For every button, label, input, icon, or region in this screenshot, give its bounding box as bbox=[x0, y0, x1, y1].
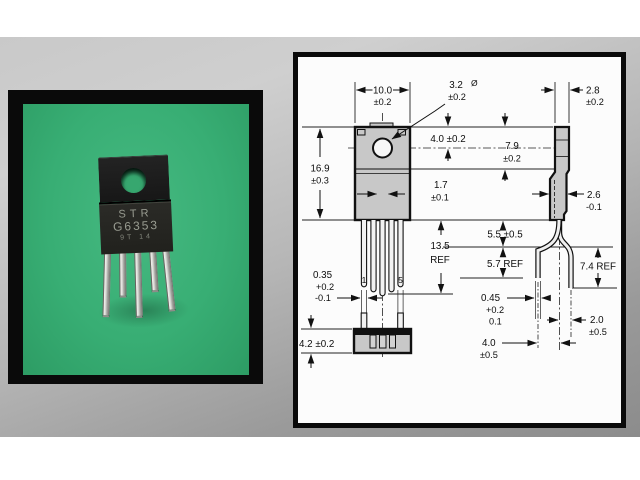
ic-package: STR G6353 9T 14 bbox=[97, 154, 191, 330]
dimension-drawing-panel: 10.0 ±0.2 3.2 Ø ±0.2 2.8 ±0.2 16.9 ±0.3 … bbox=[293, 52, 626, 428]
reference-lines bbox=[301, 82, 617, 354]
mounting-hole bbox=[372, 137, 393, 159]
dim-tab-height-tol: ±0.2 bbox=[503, 154, 521, 164]
dim-body-thickness-value: 2.6 bbox=[587, 190, 601, 201]
ic-heatsink-tab bbox=[98, 154, 170, 203]
ic-molded-body: STR G6353 9T 14 bbox=[98, 199, 174, 255]
package-outline-drawing: 10.0 ±0.2 3.2 Ø ±0.2 2.8 ±0.2 16.9 ±0.3 … bbox=[293, 52, 626, 428]
diameter-symbol: Ø bbox=[471, 78, 478, 88]
dim-pitch-back-tol: ±0.5 bbox=[589, 327, 607, 337]
dim-hole-dia-value: 3.2 bbox=[449, 80, 463, 91]
ic-pin bbox=[134, 249, 143, 318]
dim-body-width-value: 10.0 bbox=[373, 86, 393, 97]
dim-hole-center: 4.0 ±0.2 bbox=[430, 134, 465, 145]
dim-pitch-front-tol: ±0.5 bbox=[480, 350, 498, 360]
dim-lead-width-plus: +0.2 bbox=[316, 282, 334, 292]
dim-body-height-tol: ±0.3 bbox=[311, 176, 329, 186]
dim-shoulder: 5.5 ±0.5 bbox=[487, 230, 523, 241]
dim-lead-thickness-value: 0.45 bbox=[481, 293, 501, 304]
dim-top-thickness-tol: ±0.2 bbox=[586, 97, 604, 107]
ic-mounting-hole bbox=[120, 167, 147, 194]
ic-pin bbox=[119, 250, 127, 298]
ic-marking-date-code: 9T 14 bbox=[120, 233, 154, 242]
dim-body-width-tol: ±0.2 bbox=[374, 97, 392, 107]
ic-pin bbox=[149, 249, 159, 293]
side-view-body bbox=[548, 125, 571, 222]
dim-bend-front: 5.7 REF bbox=[487, 259, 523, 270]
dim-lead-length-ref: REF bbox=[430, 255, 450, 266]
photo-frame: STR G6353 9T 14 bbox=[8, 90, 263, 384]
photo-background: STR G6353 9T 14 bbox=[23, 104, 249, 375]
panel-border bbox=[293, 52, 626, 428]
dim-seat-height: 4.2 ±0.2 bbox=[299, 339, 334, 350]
bottom-view bbox=[352, 312, 413, 355]
dim-lead-width-value: 0.35 bbox=[313, 270, 333, 281]
front-view-leads bbox=[360, 220, 404, 297]
dim-lead-width-minus: -0.1 bbox=[315, 293, 331, 303]
dim-top-thickness-value: 2.8 bbox=[586, 86, 600, 97]
dim-bend-back: 7.4 REF bbox=[580, 262, 616, 273]
dim-pitch-front-value: 4.0 bbox=[482, 338, 496, 349]
dim-lead-thickness-minus: 0.1 bbox=[489, 317, 502, 327]
dim-slot-width-value: 1.7 bbox=[434, 180, 448, 191]
dimension-arrows bbox=[307, 86, 602, 368]
dim-lead-length-value: 13.5 bbox=[430, 241, 450, 252]
dim-slot-width-tol: ±0.1 bbox=[431, 193, 449, 203]
dim-pitch-back-value: 2.0 bbox=[590, 315, 604, 326]
dim-hole-dia-tol: ±0.2 bbox=[448, 92, 466, 102]
dim-body-height-value: 16.9 bbox=[310, 164, 329, 175]
pin-number-1: 1 bbox=[362, 275, 367, 285]
side-view-leads bbox=[535, 219, 574, 288]
front-view bbox=[353, 122, 412, 297]
dim-lead-thickness-plus: +0.2 bbox=[486, 305, 504, 315]
dim-body-thickness-tol: -0.1 bbox=[586, 202, 602, 212]
pin-number-5: 5 bbox=[398, 275, 403, 285]
side-view bbox=[535, 125, 574, 288]
dim-tab-height-value: 7.9 bbox=[505, 141, 519, 152]
ic-shadow bbox=[97, 291, 191, 330]
